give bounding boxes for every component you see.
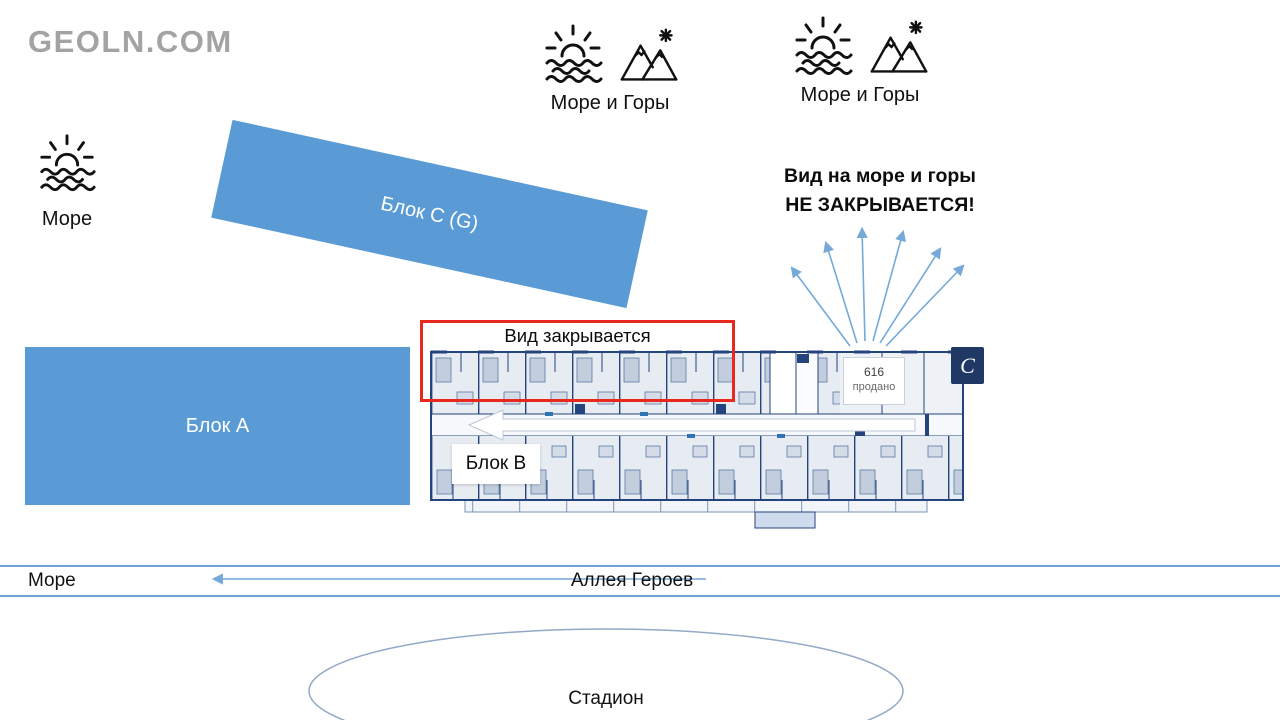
sold-unit-badge: 616 продано — [843, 357, 905, 405]
legend-sea-mountains-center: Море и Горы — [525, 22, 695, 115]
block-c-label: Блок C (G) — [378, 192, 481, 235]
block-c-shape: Блок C (G) — [211, 119, 648, 309]
block-b-label: Блок B — [452, 444, 540, 484]
block-a-shape: Блок А — [25, 347, 410, 505]
sold-unit-status: продано — [852, 381, 896, 393]
street-sea-label: Море — [28, 570, 76, 591]
legend-label: Море и Горы — [800, 84, 920, 106]
view-fan-arrows — [790, 226, 965, 347]
watermark-logo: GEOLN.COM — [28, 24, 233, 59]
mountains-icon — [619, 26, 679, 86]
sea-label: Море — [41, 208, 93, 230]
legend-icons — [541, 22, 679, 86]
street-name-label: Аллея Героев — [570, 570, 694, 591]
legend-icons — [791, 14, 929, 78]
blocked-view-highlight: Вид закрывается — [420, 320, 735, 402]
stadium-label: Стадион — [568, 688, 644, 709]
corridor-arrow — [467, 409, 916, 441]
sea-marker-left: Море — [24, 132, 110, 231]
mountains-icon — [869, 18, 929, 78]
north-compass-marker: C — [951, 347, 984, 384]
callout-line1: Вид на море и горы — [784, 165, 976, 187]
blocked-view-label: Вид закрывается — [496, 325, 659, 347]
callout-line2: НЕ ЗАКРЫВАЕТСЯ! — [785, 194, 975, 216]
legend-label: Море и Горы — [550, 92, 670, 114]
view-not-blocked-callout: Вид на море и горы НЕ ЗАКРЫВАЕТСЯ! — [755, 162, 1005, 220]
sea-sunset-icon — [33, 132, 101, 194]
sold-unit-number: 616 — [863, 365, 885, 379]
block-a-label: Блок А — [185, 414, 250, 437]
sea-sunset-icon — [791, 14, 855, 78]
sea-sunset-icon — [541, 22, 605, 86]
legend-sea-mountains-right: Море и Горы — [775, 14, 945, 107]
